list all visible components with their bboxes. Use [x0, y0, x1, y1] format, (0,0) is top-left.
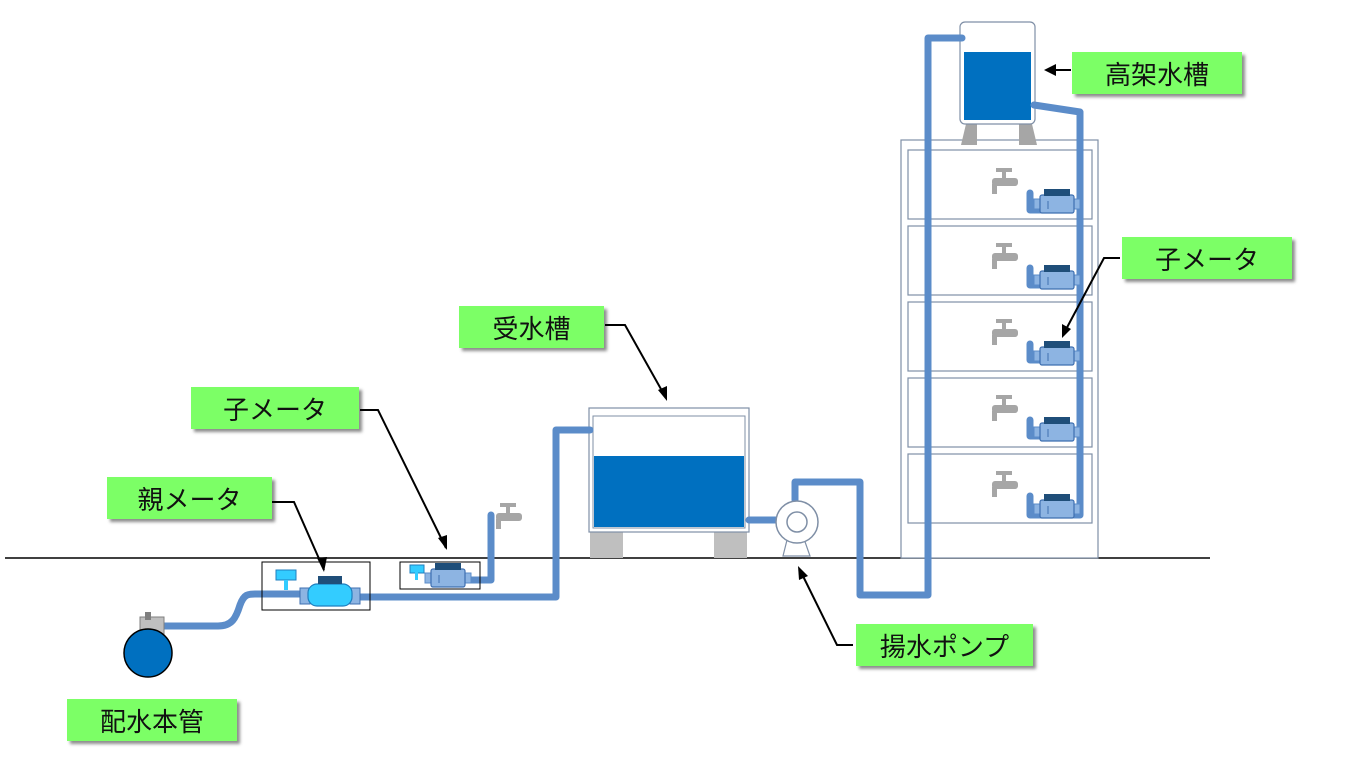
receiving-tank — [588, 407, 750, 558]
parent-meter-pit — [261, 561, 371, 611]
main-pipe-icon — [123, 612, 173, 678]
label-elevated-tank: 高架水槽 — [1072, 52, 1242, 94]
label-pump: 揚水ポンプ — [856, 624, 1033, 666]
parent-meter-icon — [275, 569, 361, 607]
label-main-pipe: 配水本管 — [67, 699, 237, 741]
supply-pipe — [356, 426, 594, 601]
pump-discharge-pipe — [791, 34, 966, 599]
label-receiving-tank: 受水槽 — [459, 306, 604, 348]
pump-icon — [775, 500, 819, 557]
faucet-icon — [496, 503, 522, 529]
elevated-tank — [959, 21, 1037, 145]
main-pipe-connection — [156, 590, 306, 630]
riser-down-pipe — [1030, 101, 1084, 519]
label-parent-meter: 親メータ — [107, 477, 272, 519]
child-meter-pit — [399, 561, 481, 590]
branch-pipe — [462, 511, 495, 584]
child-meter-icon — [409, 562, 472, 588]
label-child-meter-left: 子メータ — [191, 387, 359, 429]
label-child-meter-right: 子メータ — [1122, 237, 1292, 279]
